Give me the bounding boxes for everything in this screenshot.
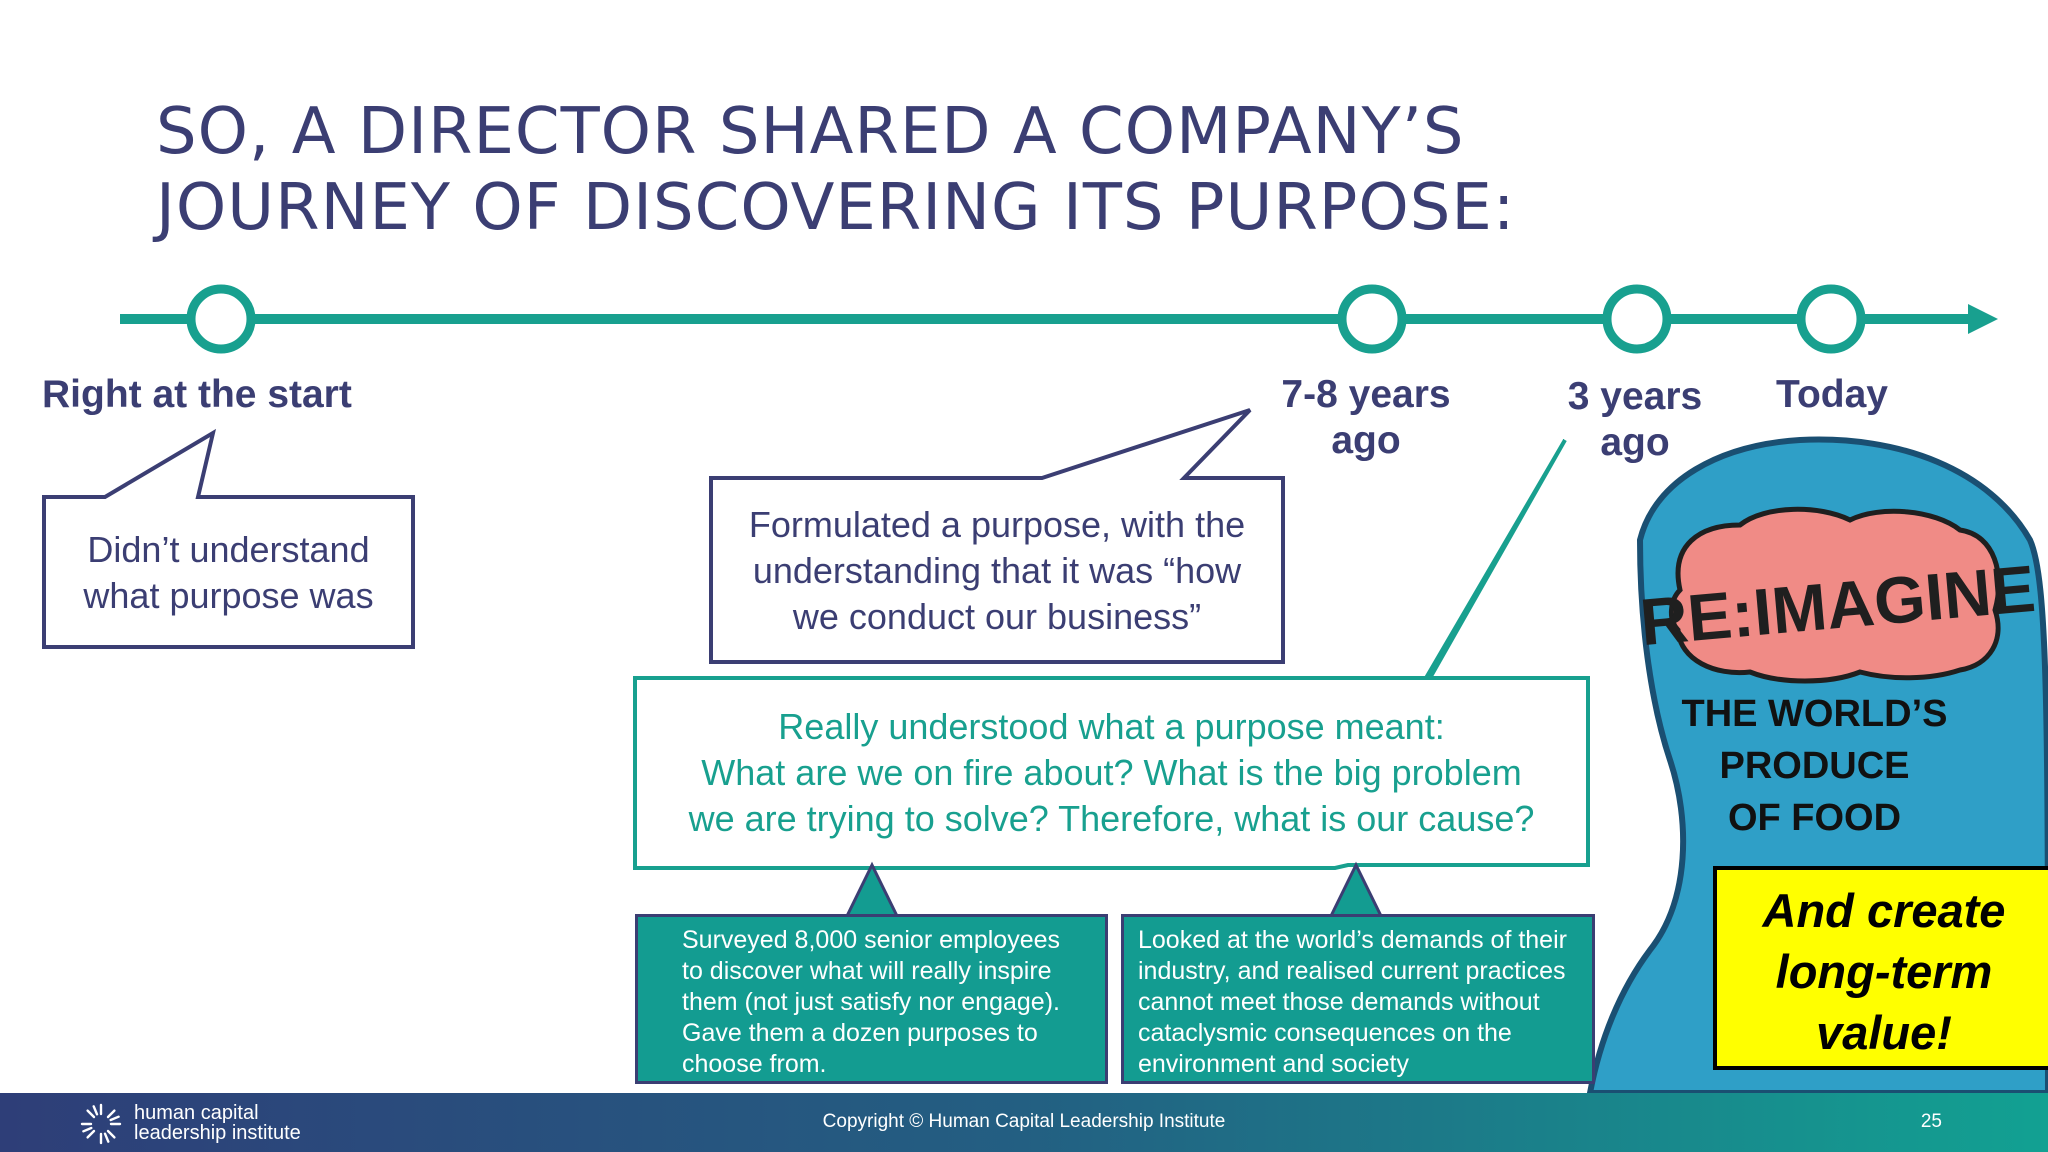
survey-line-1: Surveyed 8,000 senior employees	[682, 926, 1061, 954]
label-7-8-years-line-1: 7-8 years	[1281, 373, 1451, 416]
footer-copyright: Copyright © Human Capital Leadership Ins…	[822, 1111, 1226, 1132]
world-line-2: industry, and realised current practices	[1138, 957, 1566, 985]
head-caption-line-1: THE WORLD’S	[1681, 693, 1948, 735]
bubble-7-8-line-3: we conduct our business”	[792, 596, 1202, 637]
world-line-4: cataclysmic consequences on the	[1138, 1019, 1512, 1047]
value-callout-line-3: value!	[1816, 1006, 1952, 1059]
label-7-8-years-ago: 7-8 years ago	[1250, 372, 1482, 464]
survey-line-5: choose from.	[682, 1050, 827, 1078]
footer-logo-line-2: leadership institute	[134, 1122, 301, 1144]
bubble-start	[42, 428, 415, 649]
bubble-7-8-line-1: Formulated a purpose, with the	[748, 504, 1246, 545]
value-callout: And create long-term value!	[1713, 866, 2048, 1070]
timeline-marker-7-8-years	[1337, 284, 1407, 354]
label-3-years-ago: 3 years ago	[1540, 374, 1730, 466]
timeline-arrowhead	[1968, 304, 1998, 334]
head-caption-line-2: PRODUCE	[1719, 745, 1910, 787]
bubble-7-8-years	[709, 408, 1285, 664]
label-3-years-line-1: 3 years	[1567, 375, 1703, 418]
brain-shape	[1669, 506, 2002, 684]
timeline-marker-start	[186, 284, 256, 354]
timeline-marker-3-years	[1602, 284, 1672, 354]
value-callout-line-1: And create	[1762, 884, 2006, 937]
survey-box: Surveyed 8,000 senior employees to disco…	[635, 914, 1108, 1084]
footer-logo-line-1: human capital	[134, 1102, 259, 1124]
bubble-7-8-years-text: Formulated a purpose, with the understan…	[711, 502, 1283, 640]
slide-title-line-1: SO, A DIRECTOR SHARED A COMPANY’S	[156, 95, 1465, 169]
bubble-3-years	[633, 438, 1590, 870]
world-line-5: environment and society	[1138, 1050, 1409, 1078]
bubble-start-line-2: what purpose was	[83, 575, 374, 616]
world-demands-box: Looked at the world’s demands of their i…	[1121, 914, 1595, 1084]
label-right-at-the-start: Right at the start	[42, 373, 352, 416]
world-line-1: Looked at the world’s demands of their	[1138, 926, 1567, 954]
timeline-marker-today	[1796, 284, 1866, 354]
page-number: 25	[1920, 1111, 1942, 1132]
bubble-3-years-line-3: we are trying to solve? Therefore, what …	[688, 798, 1535, 839]
survey-line-2: to discover what will really inspire	[682, 957, 1052, 985]
survey-line-3: them (not just satisfy nor engage).	[682, 988, 1060, 1016]
sunburst-logo-icon	[80, 1103, 122, 1145]
world-line-3: cannot meet those demands without	[1138, 988, 1540, 1016]
footer-bar: human capital leadership institute Copyr…	[0, 1093, 2048, 1152]
footer-logo-text: human capital leadership institute	[134, 1103, 301, 1143]
survey-line-4: Gave them a dozen purposes to	[682, 1019, 1038, 1047]
bubble-3-years-line-1: Really understood what a purpose meant:	[778, 706, 1445, 747]
bubble-3-years-text: Really understood what a purpose meant: …	[635, 704, 1588, 842]
label-7-8-years-line-2: ago	[1331, 419, 1401, 462]
bubble-start-line-1: Didn’t understand	[87, 529, 370, 570]
bubble-7-8-line-2: understanding that it was “how	[752, 550, 1242, 591]
slide-title: SO, A DIRECTOR SHARED A COMPANY’S JOURNE…	[156, 94, 1515, 246]
label-3-years-line-2: ago	[1600, 421, 1670, 464]
bubble-3-years-line-2: What are we on fire about? What is the b…	[701, 752, 1522, 793]
pointer-survey	[843, 861, 901, 920]
slide-title-line-2: JOURNEY OF DISCOVERING ITS PURPOSE:	[156, 171, 1516, 245]
head-caption: THE WORLD’S PRODUCE OF FOOD	[1652, 688, 1977, 844]
label-today: Today	[1776, 373, 1888, 416]
bubble-start-text: Didn’t understand what purpose was	[44, 527, 413, 619]
pointer-world	[1327, 861, 1385, 920]
value-callout-line-2: long-term	[1775, 945, 1993, 998]
head-caption-line-3: OF FOOD	[1727, 797, 1902, 839]
